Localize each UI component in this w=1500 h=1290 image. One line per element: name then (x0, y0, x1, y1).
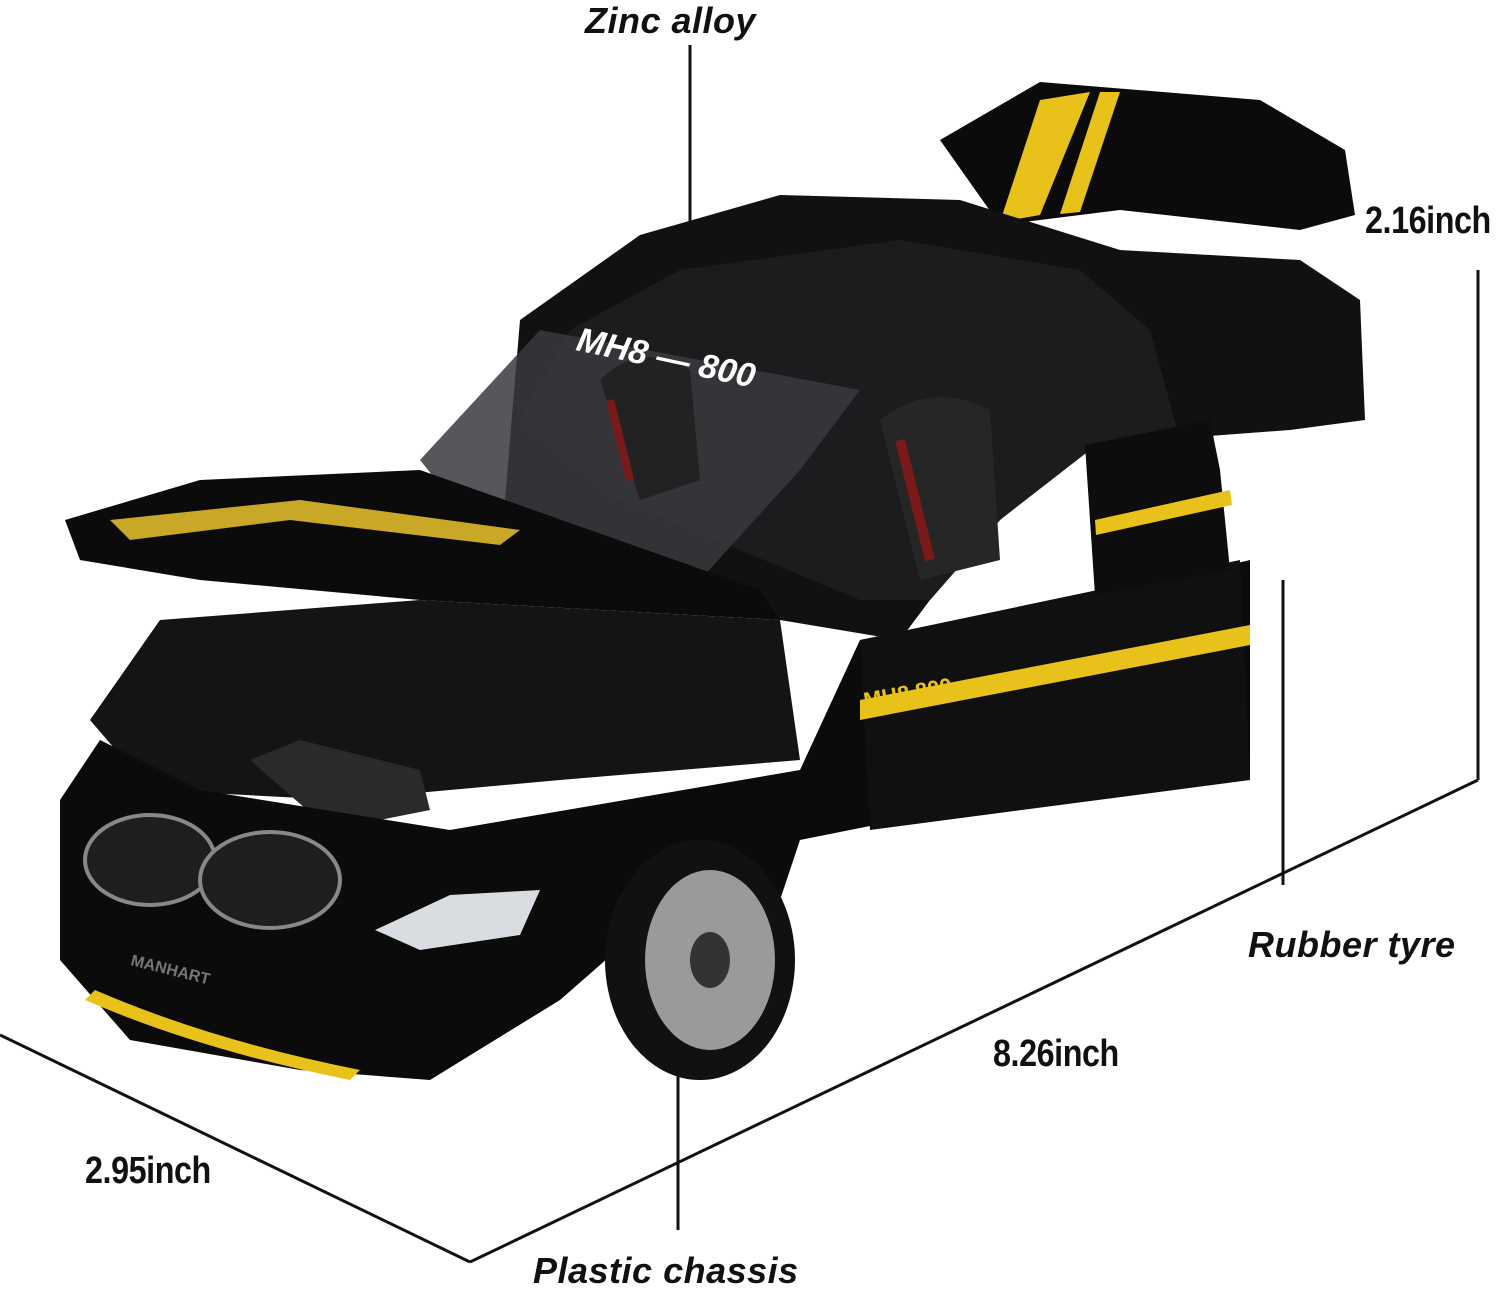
label-rubber-tyre: Rubber tyre (1248, 924, 1456, 965)
width-dimension-line (0, 1033, 471, 1264)
length-dimension-line (469, 778, 1479, 1264)
car: MH8 — 800 MH8 800 MANHART (60, 82, 1365, 1080)
dimension-lines (0, 45, 1480, 1264)
label-plastic-chassis: Plastic chassis (533, 1250, 799, 1290)
label-width: 2.95inch (85, 1150, 211, 1192)
label-length: 8.26inch (993, 1033, 1119, 1075)
label-height: 2.16inch (1365, 200, 1491, 242)
label-zinc-alloy: Zinc alloy (585, 0, 757, 41)
